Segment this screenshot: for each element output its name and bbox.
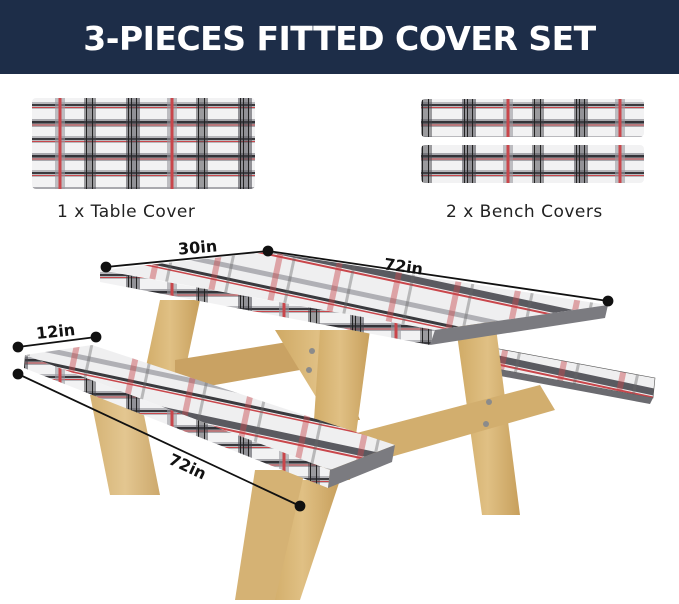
table-cover-label: 1 x Table Cover — [57, 202, 196, 222]
bench-covers-label: 2 x Bench Covers — [446, 202, 603, 222]
banner-title: 3-PIECES FITTED COVER SET — [83, 18, 596, 58]
table-top-cover — [100, 252, 608, 345]
title-banner: 3-PIECES FITTED COVER SET — [0, 0, 679, 74]
bench-cover-swatches — [421, 99, 644, 183]
table-cover-swatch — [32, 98, 255, 189]
table-width-label: 30in — [177, 236, 218, 259]
dimension-lines — [12, 245, 614, 512]
bench-cover-front — [24, 345, 395, 488]
bench-width-label: 12in — [35, 320, 77, 343]
